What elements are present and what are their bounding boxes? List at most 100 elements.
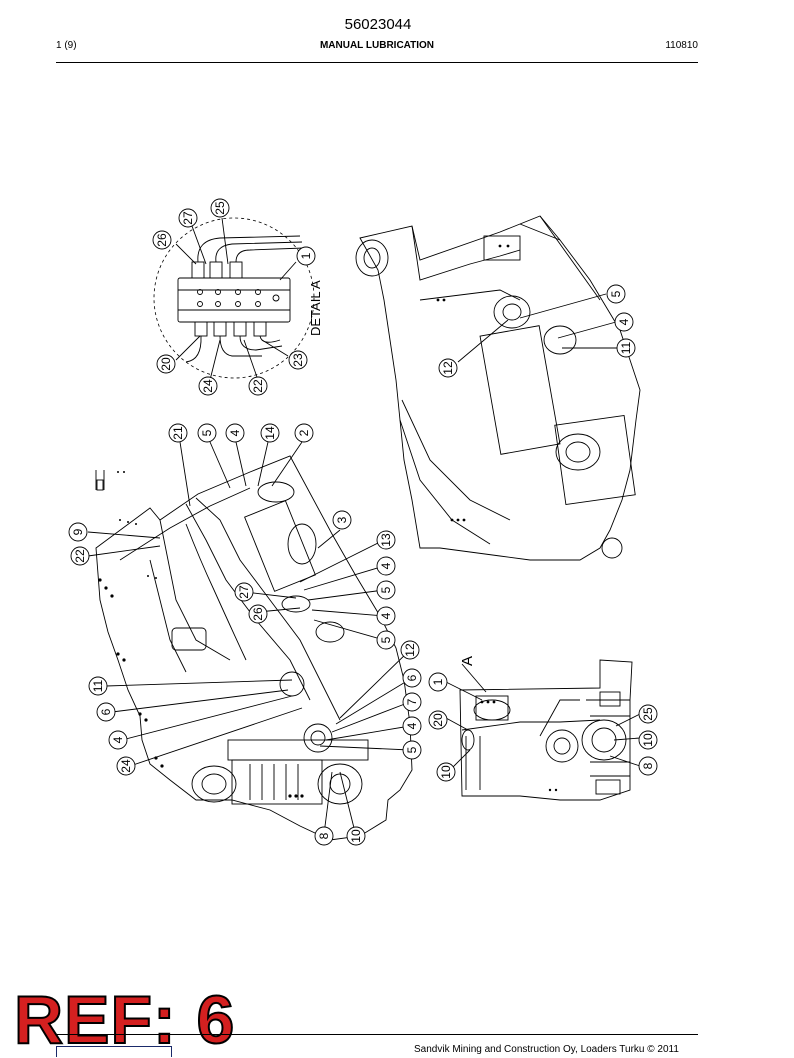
document-number: 56023044 [344,16,412,33]
callout-number: 5 [200,429,214,436]
callout-bubble [376,580,396,600]
callout-number: 23 [291,353,305,367]
callout-bubble [402,668,422,688]
callout-bubble [428,710,448,730]
callout-number: 27 [237,585,251,599]
callout-bubble [108,730,128,750]
callout-number: 11 [91,679,105,692]
callout-number: 4 [617,318,631,325]
callout-bubble [428,672,448,692]
callout-bubble [288,350,308,370]
callout-number: 2 [297,429,311,436]
callout-bubble [402,692,422,712]
callout-number: 4 [228,429,242,436]
detail-a-label: DETAIL A [308,280,323,336]
callout-bubble [156,354,176,374]
callout-bubble [197,423,217,443]
callout-number: 9 [71,528,85,535]
callout-number: 13 [379,533,393,547]
callout-bubble [638,704,658,724]
callout-bubble [616,338,636,358]
callout-bubble [96,702,116,722]
callout-bubble [436,762,456,782]
callout-number: 20 [431,713,445,727]
callout-bubble [376,556,396,576]
small-assembly-view [445,659,641,801]
callout-bubble [606,284,626,304]
callout-number: 25 [641,707,655,721]
callout-bubble [346,826,366,846]
callout-number: 6 [405,674,419,681]
callout-bubble [248,376,268,396]
callout-number: 1 [431,678,445,685]
callout-bubble [376,530,396,550]
document-title: MANUAL LUBRICATION [319,40,435,51]
header-rule [56,62,698,63]
callout-bubble [332,510,352,530]
callout-bubble [198,376,218,396]
callout-bubble [234,582,254,602]
callout-number: 4 [379,612,393,619]
callout-bubble [178,208,198,228]
callout-number: 4 [405,722,419,729]
callout-bubble [248,604,268,624]
callout-number: 8 [641,762,655,769]
footer-copyright: Sandvik Mining and Construction Oy, Load… [414,1044,679,1055]
callout-bubble [116,756,136,776]
callout-number: 22 [73,549,87,563]
callout-bubble [168,423,188,443]
callout-number: 24 [201,379,215,393]
document-code: 110810 [665,40,698,51]
callout-number: 25 [213,201,227,215]
callout-bubble [88,676,108,696]
callout-bubble [614,312,634,332]
callout-bubble [296,246,316,266]
callout-bubble [210,198,230,218]
callout-number: 12 [403,643,417,657]
header-row: 1 (9) MANUAL LUBRICATION 110810 [56,40,698,56]
callout-number: 24 [119,759,133,773]
callout-bubble [314,826,334,846]
callout-bubble [294,423,314,443]
callout-number: 27 [181,211,195,225]
callout-bubble [376,606,396,626]
detail-a-view [153,217,315,381]
callout-bubble [402,716,422,736]
callout-number: 26 [251,607,265,621]
callout-bubble [438,358,458,378]
callout-number: 20 [159,357,173,371]
callout-number: 8 [317,832,331,839]
callout-number: 22 [251,379,265,393]
callout-bubble [225,423,245,443]
main-assembly-view [87,441,413,841]
callout-number: 1 [299,252,313,259]
callout-number: 5 [379,636,393,643]
reference-stamp: REF: 6 [13,982,236,1058]
callout-bubble [260,423,280,443]
callout-number: 5 [609,290,623,297]
callout-number: 5 [379,586,393,593]
callout-bubble [70,546,90,566]
callout-bubble [402,740,422,760]
view-a-marker: A [459,656,476,666]
callout-number: 11 [619,341,633,354]
callout-number: 5 [405,746,419,753]
callout-number: 10 [439,765,453,779]
callout-number: 26 [155,233,169,247]
callout-number: 4 [111,736,125,743]
callout-number: 7 [405,698,419,705]
callout-number: 21 [171,426,185,440]
callout-bubble [638,730,658,750]
callout-number: 3 [335,516,349,523]
page-indicator: 1 (9) [56,40,77,51]
footer-rule [56,1034,698,1035]
sandvik-logo [56,1046,172,1057]
callout-bubble [68,522,88,542]
callout-number: 10 [349,829,363,843]
callout-number: 12 [441,361,455,375]
callout-number: 6 [99,708,113,715]
callout-bubble [376,630,396,650]
right-assembly-view [355,215,641,561]
callout-bubble [638,756,658,776]
callout-bubble [400,640,420,660]
